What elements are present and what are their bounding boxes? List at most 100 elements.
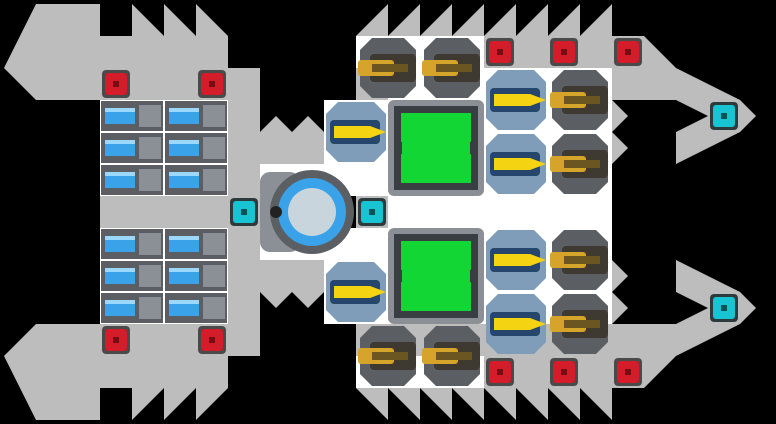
reactor-latch bbox=[470, 142, 478, 154]
cannon-breech bbox=[564, 256, 600, 264]
pod-port bbox=[270, 206, 282, 218]
hull-plate bbox=[612, 100, 628, 196]
cannon-breech bbox=[436, 64, 472, 72]
armor-bolt bbox=[209, 81, 215, 87]
battery-terminal bbox=[203, 297, 225, 319]
battery-glint bbox=[105, 236, 135, 240]
battery-terminal bbox=[139, 265, 161, 287]
pod-cockpit bbox=[288, 188, 336, 236]
battery-terminal bbox=[139, 233, 161, 255]
battery-terminal bbox=[203, 233, 225, 255]
battery-glint bbox=[105, 268, 135, 272]
battery-cell[interactable] bbox=[101, 293, 163, 323]
command-pod[interactable] bbox=[260, 170, 354, 254]
armor-bolt bbox=[113, 81, 119, 87]
armor-bolt bbox=[561, 369, 567, 375]
connector-core bbox=[369, 209, 375, 215]
armor-bolt bbox=[497, 369, 503, 375]
reactor-glow bbox=[401, 241, 471, 311]
armor-block[interactable] bbox=[550, 38, 578, 66]
cannon-turret[interactable] bbox=[422, 326, 480, 386]
armor-block[interactable] bbox=[550, 358, 578, 386]
battery-cell[interactable] bbox=[101, 165, 163, 195]
laser-barrel bbox=[334, 286, 386, 298]
cannon-turret[interactable] bbox=[422, 38, 480, 98]
connector-node[interactable] bbox=[710, 294, 738, 322]
laser-barrel bbox=[494, 254, 546, 266]
armor-bolt bbox=[209, 337, 215, 343]
battery-glint bbox=[169, 300, 199, 304]
cannon-turret[interactable] bbox=[550, 70, 608, 130]
laser-turret[interactable] bbox=[486, 134, 546, 194]
cannon-breech bbox=[372, 352, 408, 360]
armor-block[interactable] bbox=[614, 38, 642, 66]
cannon-turret[interactable] bbox=[550, 230, 608, 290]
armor-block[interactable] bbox=[486, 38, 514, 66]
hull-plate bbox=[612, 228, 628, 324]
battery-cell[interactable] bbox=[165, 101, 227, 131]
armor-bolt bbox=[625, 369, 631, 375]
battery-cell[interactable] bbox=[165, 229, 227, 259]
armor-block[interactable] bbox=[198, 70, 226, 98]
laser-turret[interactable] bbox=[326, 262, 386, 322]
connector-core bbox=[241, 209, 247, 215]
battery-cell[interactable] bbox=[165, 165, 227, 195]
battery-glint bbox=[105, 140, 135, 144]
cannon-breech bbox=[372, 64, 408, 72]
battery-terminal bbox=[203, 137, 225, 159]
cannon-turret[interactable] bbox=[358, 38, 416, 98]
battery-terminal bbox=[203, 105, 225, 127]
armor-bolt bbox=[625, 49, 631, 55]
armor-block[interactable] bbox=[198, 326, 226, 354]
armor-block[interactable] bbox=[486, 358, 514, 386]
cannon-turret[interactable] bbox=[550, 134, 608, 194]
battery-glint bbox=[169, 140, 199, 144]
laser-barrel bbox=[494, 94, 546, 106]
connector-node[interactable] bbox=[358, 198, 386, 226]
armor-bolt bbox=[561, 49, 567, 55]
reactor-core[interactable] bbox=[388, 100, 484, 196]
reactor-glow bbox=[401, 113, 471, 183]
reactor-latch bbox=[470, 270, 478, 282]
laser-barrel bbox=[334, 126, 386, 138]
battery-cell[interactable] bbox=[101, 261, 163, 291]
battery-cell[interactable] bbox=[101, 101, 163, 131]
cannon-breech bbox=[564, 96, 600, 104]
armor-block[interactable] bbox=[102, 70, 130, 98]
laser-turret[interactable] bbox=[326, 102, 386, 162]
laser-turret[interactable] bbox=[486, 70, 546, 130]
cannon-breech bbox=[564, 320, 600, 328]
laser-turret[interactable] bbox=[486, 294, 546, 354]
cannon-breech bbox=[436, 352, 472, 360]
cannon-turret[interactable] bbox=[550, 294, 608, 354]
battery-cell[interactable] bbox=[165, 293, 227, 323]
connector-node[interactable] bbox=[230, 198, 258, 226]
reactor-core[interactable] bbox=[388, 228, 484, 324]
battery-cell[interactable] bbox=[165, 133, 227, 163]
laser-barrel bbox=[494, 318, 546, 330]
battery-glint bbox=[105, 300, 135, 304]
battery-terminal bbox=[139, 169, 161, 191]
connector-core bbox=[721, 305, 727, 311]
battery-cell[interactable] bbox=[165, 261, 227, 291]
reactor-latch bbox=[394, 270, 402, 282]
reactor-latch bbox=[394, 142, 402, 154]
laser-turret[interactable] bbox=[486, 230, 546, 290]
battery-terminal bbox=[203, 169, 225, 191]
thruster-upper-right[interactable] bbox=[612, 68, 756, 164]
armor-block[interactable] bbox=[614, 358, 642, 386]
battery-terminal bbox=[139, 137, 161, 159]
battery-terminal bbox=[203, 265, 225, 287]
connector-node[interactable] bbox=[710, 102, 738, 130]
armor-block[interactable] bbox=[102, 326, 130, 354]
battery-terminal bbox=[139, 105, 161, 127]
thruster-lower-right[interactable] bbox=[612, 260, 756, 356]
cannon-breech bbox=[564, 160, 600, 168]
battery-glint bbox=[169, 268, 199, 272]
hull-plate bbox=[36, 324, 100, 356]
battery-cell[interactable] bbox=[101, 133, 163, 163]
cannon-turret[interactable] bbox=[358, 326, 416, 386]
battery-cell[interactable] bbox=[101, 229, 163, 259]
